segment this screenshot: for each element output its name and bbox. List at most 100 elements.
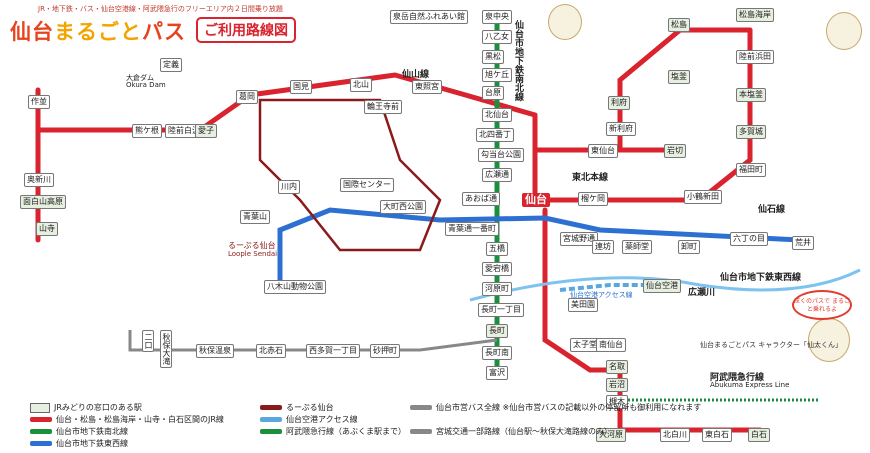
station-ayashi[interactable]: 愛子 <box>195 124 217 138</box>
station-higashi-sendai[interactable]: 東仙台 <box>588 144 618 158</box>
station-renbo[interactable]: 連坊 <box>592 240 614 254</box>
station-asahigaoka[interactable]: 旭ケ丘 <box>482 68 512 82</box>
abukuma-line-label-en: Abukuma Express Line <box>710 381 790 389</box>
station-rokuchonome[interactable]: 六丁の目 <box>730 232 768 246</box>
station-kumanegami[interactable]: 熊ケ根 <box>132 124 162 138</box>
station-nagamachi-minami[interactable]: 長町南 <box>482 346 512 360</box>
station-tsutsujigaoka[interactable]: 榴ケ岡 <box>578 192 608 206</box>
station-tagajo[interactable]: 多賀城 <box>736 125 766 139</box>
station-omoshiroyama[interactable]: 面白山高原 <box>20 195 66 209</box>
station-miyagino-dori[interactable]: 宮城野通 <box>560 232 598 246</box>
legend-item-airport: 仙台空港アクセス線 <box>260 414 358 425</box>
legend-item-miyagi-bus: 宮城交通一部路線（仙台駅〜秋保大滝路線のみ） <box>410 426 612 437</box>
station-kuzuoka[interactable]: 葛岡 <box>236 90 258 104</box>
station-atagobashi[interactable]: 愛宕橋 <box>482 262 512 276</box>
station-sakunami[interactable]: 作並 <box>28 95 50 109</box>
stop-rinnoji[interactable]: 輪王寺前 <box>364 100 402 114</box>
tozai-line <box>277 207 803 293</box>
station-itsutsubashi[interactable]: 五橋 <box>486 242 508 256</box>
station-kozuru-shinden[interactable]: 小鶴新田 <box>684 190 722 204</box>
station-mitazono[interactable]: 美田園 <box>568 298 598 312</box>
station-toshogu[interactable]: 東照宮 <box>412 80 442 94</box>
station-omachi-nishi-koen[interactable]: 大町西公園 <box>380 200 426 214</box>
station-yamadera[interactable]: 山寺 <box>36 222 58 236</box>
station-kawaramachi[interactable]: 河原町 <box>482 282 512 296</box>
stop-akiu-otaki[interactable]: 秋保大滝 <box>160 330 172 368</box>
legend-item-window-station: JRみどりの窓口のある駅 <box>30 402 142 413</box>
station-iwanuma[interactable]: 岩沼 <box>606 378 628 392</box>
station-kita-shirakawa[interactable]: 北白川 <box>660 428 690 442</box>
station-fukudamachi[interactable]: 福田町 <box>736 163 766 177</box>
station-aobayama[interactable]: 青葉山 <box>240 210 270 224</box>
station-kuromatsu[interactable]: 黒松 <box>482 50 504 64</box>
page-title: ご利用路線図 <box>196 17 296 43</box>
station-nagamachi-itchome[interactable]: 長町一丁目 <box>478 303 524 317</box>
dam-label: 大倉ダム <box>126 74 154 82</box>
station-shiogama[interactable]: 塩釜 <box>668 70 690 84</box>
station-matsushima[interactable]: 松島 <box>668 18 690 32</box>
legend-item-jr: 仙台・松島・松島海岸・山寺・白石区間のJR線 <box>30 414 224 425</box>
stop-jogi[interactable]: 定義 <box>160 58 182 72</box>
station-shin-rifu[interactable]: 新利府 <box>606 122 636 136</box>
header: JR・地下鉄・バス・仙台空港線・阿武隈急行のフリーエリア内２日間乗り放題 仙台ま… <box>0 0 300 52</box>
station-hon-shiogama[interactable]: 本塩釜 <box>736 88 766 102</box>
station-tsukinoki[interactable]: 槻木 <box>606 395 628 409</box>
station-kokusai-center[interactable]: 国際センター <box>340 178 394 192</box>
station-oroshimachi[interactable]: 卸町 <box>678 240 700 254</box>
stop-izumigatake[interactable]: 泉岳自然ふれあい館 <box>390 10 468 24</box>
station-rifu[interactable]: 利府 <box>608 96 630 110</box>
stop-futakuchi[interactable]: 二口 <box>142 330 154 352</box>
station-aobadori-ichibancho[interactable]: 青葉通一番町 <box>445 222 499 236</box>
station-shiroishi[interactable]: 白石 <box>748 428 770 442</box>
station-kita-sendai[interactable]: 北仙台 <box>482 108 512 122</box>
station-iwakiri[interactable]: 岩切 <box>664 144 686 158</box>
loople-line <box>258 98 442 252</box>
dam-label-en: Okura Dam <box>126 81 166 89</box>
station-kunimi[interactable]: 国見 <box>290 80 312 94</box>
station-dainohara[interactable]: 台原 <box>482 86 504 100</box>
brand-part-1: 仙台 <box>10 20 54 44</box>
station-matsushima-kaigan[interactable]: 松島海岸 <box>736 8 774 22</box>
station-okunikkawa[interactable]: 奥新川 <box>24 173 54 187</box>
station-sendai-airport[interactable]: 仙台空港 <box>643 279 681 293</box>
station-arai[interactable]: 荒井 <box>792 236 814 250</box>
tohoku-line-label: 東北本線 <box>572 173 609 183</box>
tohoku-line-north <box>532 27 753 203</box>
station-ogawara[interactable]: 大河原 <box>596 428 626 442</box>
station-aoba-dori[interactable]: あおば通 <box>462 192 500 206</box>
station-minami-sendai[interactable]: 南仙台 <box>596 338 626 352</box>
legend: JRみどりの窓口のある駅 仙台・松島・松島海岸・山寺・白石区間のJR線 仙台市地… <box>30 400 701 453</box>
nanboku-line-label: 仙台市地下鉄南北線 <box>513 20 523 101</box>
mascot-sentakun-main <box>808 318 850 362</box>
character-caption: 仙台まるごとパス キャラクター「仙太くん」 <box>700 341 842 349</box>
tozai-line-label: 仙台市地下鉄東西線 <box>720 273 802 283</box>
station-nagamachi[interactable]: 長町 <box>486 324 508 338</box>
station-yaotome[interactable]: 八乙女 <box>482 30 512 44</box>
station-hirose-dori[interactable]: 広瀬通 <box>482 168 512 182</box>
stop-kita-akaishi[interactable]: 北赤石 <box>256 344 286 358</box>
station-yagiyama[interactable]: 八木山動物公園 <box>264 280 326 294</box>
station-izumi-chuo[interactable]: 泉中央 <box>482 10 512 24</box>
senseki-line-label: 仙石線 <box>758 205 786 215</box>
stop-akiu-onsen[interactable]: 秋保温泉 <box>196 344 234 358</box>
station-yakushido[interactable]: 薬師堂 <box>622 240 652 254</box>
station-higashi-shiroishi[interactable]: 東白石 <box>702 428 732 442</box>
brand-logo: 仙台まるごとパス <box>10 16 186 46</box>
station-sendai[interactable]: 仙台 <box>522 193 550 207</box>
brand-part-2: まるごと <box>54 20 142 44</box>
station-kitayama[interactable]: 北山 <box>350 78 372 92</box>
stop-nishitaga-itchome[interactable]: 西多賀一丁目 <box>306 344 360 358</box>
station-natori[interactable]: 名取 <box>606 360 628 374</box>
callout-bubble: ぼくのパスで まるごと乗れるよ <box>792 290 852 320</box>
station-kotodai-koen[interactable]: 勾当台公園 <box>478 148 524 162</box>
station-tomizawa[interactable]: 富沢 <box>486 366 508 380</box>
tagline: JR・地下鉄・バス・仙台空港線・阿武隈急行のフリーエリア内２日間乗り放題 <box>38 5 283 13</box>
station-kawauchi[interactable]: 川内 <box>278 180 300 194</box>
hirose-river-label: 広瀬川 <box>688 288 716 298</box>
stop-sunaoshimachi[interactable]: 砂押町 <box>370 344 400 358</box>
tohoku-line-south <box>542 207 763 433</box>
station-kita-yonbancho[interactable]: 北四番丁 <box>476 128 514 142</box>
loople-label: るーぷる仙台 <box>228 241 276 250</box>
mascot-sentakun-right <box>826 12 862 50</box>
station-rikuzen-hamada[interactable]: 陸前浜田 <box>736 50 774 64</box>
